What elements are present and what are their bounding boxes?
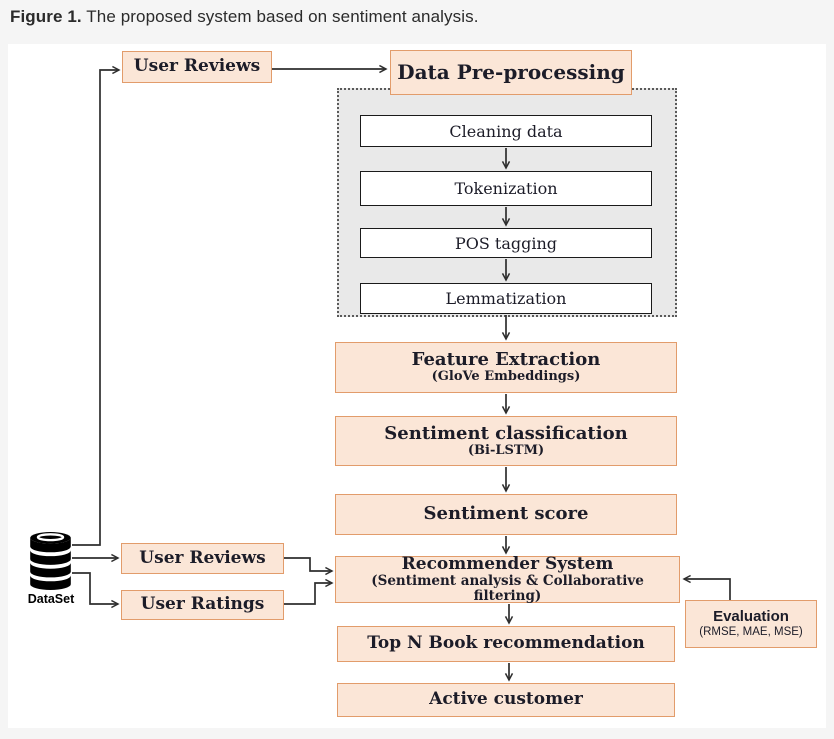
node-user-reviews-top: User Reviews (122, 51, 272, 83)
diagram-panel: User Reviews Data Pre-processing Cleanin… (8, 44, 826, 728)
node-label: User Ratings (140, 594, 265, 615)
node-title: Recommender System (401, 553, 614, 574)
figure-caption: Figure 1. The proposed system based on s… (10, 7, 479, 27)
node-cleaning-data: Cleaning data (360, 115, 652, 147)
node-subtitle: (Sentiment analysis & Collaborative filt… (371, 572, 644, 605)
database-icon (30, 532, 71, 590)
node-recommender-system: Recommender System (Sentiment analysis &… (335, 553, 680, 605)
node-evaluation: Evaluation (RMSE, MAE, MSE) (685, 600, 817, 648)
node-tokenization: Tokenization (360, 171, 652, 206)
node-label: Cleaning data (449, 121, 563, 141)
figure-caption-text: The proposed system based on sentiment a… (86, 7, 479, 26)
node-label: Data Pre-processing (397, 60, 625, 85)
figure-caption-label: Figure 1. (10, 7, 82, 26)
node-title: Sentiment classification (384, 422, 628, 444)
node-sentiment-score: Sentiment score (335, 494, 677, 535)
node-title: Feature Extraction (411, 349, 601, 371)
node-label: Sentiment score (423, 503, 589, 525)
node-label: Active customer (429, 689, 583, 710)
node-title: Evaluation (713, 608, 789, 626)
node-label: Top N Book recommendation (367, 633, 645, 654)
node-top-n-recommendation: Top N Book recommendation (337, 626, 675, 662)
node-user-ratings: User Ratings (121, 590, 284, 620)
node-feature-extraction: Feature Extraction (GloVe Embeddings) (335, 342, 677, 393)
node-sentiment-classification: Sentiment classification (Bi-LSTM) (335, 416, 677, 466)
node-user-reviews-mid: User Reviews (121, 543, 284, 574)
node-label: Lemmatization (445, 289, 567, 308)
node-lemmatization: Lemmatization (360, 283, 652, 314)
node-label: User Reviews (133, 56, 261, 77)
node-label: User Reviews (139, 547, 266, 568)
node-subtitle: (RMSE, MAE, MSE) (699, 625, 803, 638)
node-subtitle: (Bi-LSTM) (467, 442, 545, 458)
dataset-label: DataSet (27, 592, 75, 606)
node-label: Tokenization (454, 179, 558, 198)
node-data-preprocessing: Data Pre-processing (390, 50, 632, 95)
node-active-customer: Active customer (337, 683, 675, 717)
node-label: POS tagging (454, 233, 558, 253)
node-subtitle: (GloVe Embeddings) (431, 369, 581, 385)
node-pos-tagging: POS tagging (360, 228, 652, 258)
